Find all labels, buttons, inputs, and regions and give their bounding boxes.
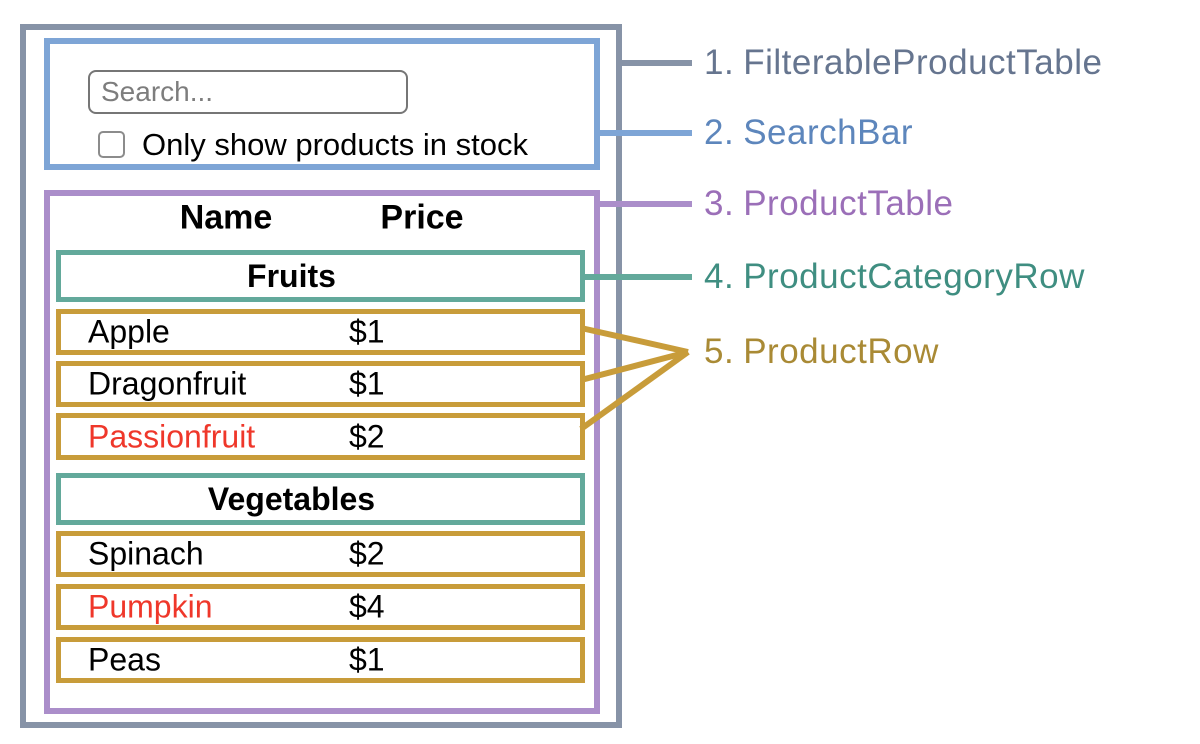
legend-item-product-table: 3. ProductTable [704,184,954,224]
product-table-box [44,190,600,714]
in-stock-checkbox[interactable] [98,131,125,158]
product-price: $2 [349,535,385,572]
category-label: Fruits [247,257,336,294]
product-name: Peas [88,641,161,678]
in-stock-checkbox-label: Only show products in stock [142,127,528,162]
search-bar-box [44,38,600,170]
category-row-vegetables: Vegetables [56,473,585,525]
product-row-apple: Apple $1 [56,309,585,355]
product-row-dragonfruit: Dragonfruit $1 [56,361,585,407]
product-row-passionfruit: Passionfruit $2 [56,413,585,460]
legend-label: ProductRow [743,332,939,371]
legend-item-search-bar: 2. SearchBar [704,113,913,153]
product-price: $2 [349,418,385,454]
product-price: $1 [349,313,385,350]
legend-item-product-category-row: 4. ProductCategoryRow [704,257,1085,297]
legend-number: 1. [704,43,735,82]
price-column-header: Price [380,198,464,237]
product-name: Spinach [88,535,204,572]
product-name: Apple [88,313,170,350]
legend-number: 3. [704,184,735,223]
legend-item-product-row: 5. ProductRow [704,332,939,372]
legend-label: ProductCategoryRow [743,257,1085,296]
product-name: Pumpkin [88,588,213,625]
product-price: $4 [349,588,385,625]
product-row-pumpkin: Pumpkin $4 [56,584,585,630]
category-label: Vegetables [207,480,376,517]
legend-number: 2. [704,113,735,152]
legend-number: 5. [704,332,735,371]
name-column-header: Name [179,198,273,237]
legend-label: SearchBar [743,113,914,152]
product-row-peas: Peas $1 [56,637,585,683]
legend-label: ProductTable [743,184,954,223]
legend-item-filterable-product-table: 1. FilterableProductTable [704,43,1102,83]
product-name: Passionfruit [88,418,256,454]
legend-label: FilterableProductTable [743,43,1103,82]
search-input[interactable] [88,70,408,114]
category-row-fruits: Fruits [56,250,585,302]
product-name: Dragonfruit [88,365,247,402]
product-price: $1 [349,641,385,678]
product-row-spinach: Spinach $2 [56,531,585,577]
product-price: $1 [349,365,385,402]
legend-number: 4. [704,257,735,296]
